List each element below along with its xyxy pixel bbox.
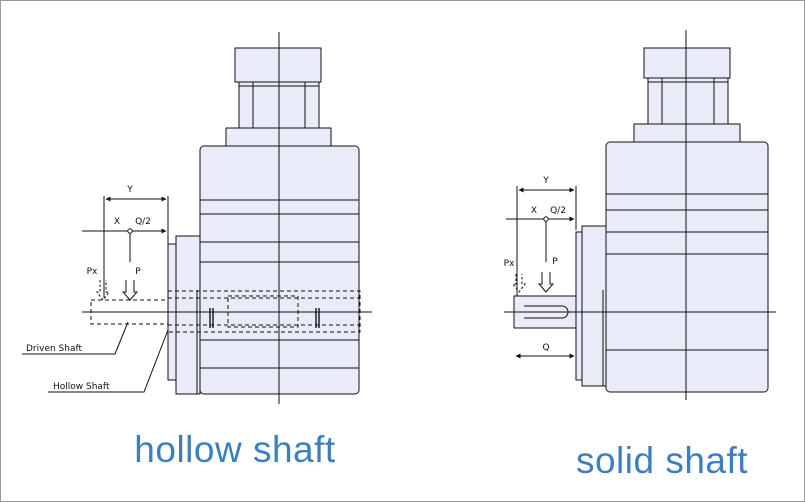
hollow-label-q2: Q/2 (135, 217, 151, 227)
solid-top-cap (643, 47, 731, 79)
hollow-label-p: P (135, 267, 141, 277)
solid-shaft-drawing (504, 30, 776, 400)
hollow-label-driven-shaft: Driven Shaft (26, 344, 83, 354)
solid-shaft-caption: solid shaft (576, 440, 748, 481)
solid-gear-housing (581, 225, 607, 387)
solid-label-y: Y (542, 176, 549, 186)
hollow-top-cap (234, 47, 322, 83)
hollow-label-y: Y (126, 185, 133, 195)
hollow-p-arrow (121, 280, 139, 301)
solid-face-plate (575, 231, 583, 381)
hollow-gear-housing (175, 235, 201, 395)
solid-p-arrow (537, 272, 555, 293)
solid-label-q: Q (542, 343, 549, 353)
solid-label-x: X (531, 206, 537, 216)
hollow-shaft-drawing (22, 32, 372, 404)
solid-label-p: P (552, 257, 558, 267)
solid-motor-body (513, 47, 769, 393)
solid-px-arrow (512, 274, 526, 293)
solid-label-q2: Q/2 (550, 206, 566, 216)
hollow-px-arrow (96, 280, 110, 301)
solid-flange (633, 123, 741, 143)
solid-label-px: Px (504, 259, 515, 269)
hollow-label-px: Px (87, 267, 98, 277)
hollow-shaft-caption: hollow shaft (134, 429, 336, 470)
hollow-label-hollow-shaft: Hollow Shaft (53, 382, 110, 392)
solid-main-body (605, 141, 769, 393)
solid-neck (647, 77, 729, 125)
hollow-label-x: X (114, 217, 120, 227)
